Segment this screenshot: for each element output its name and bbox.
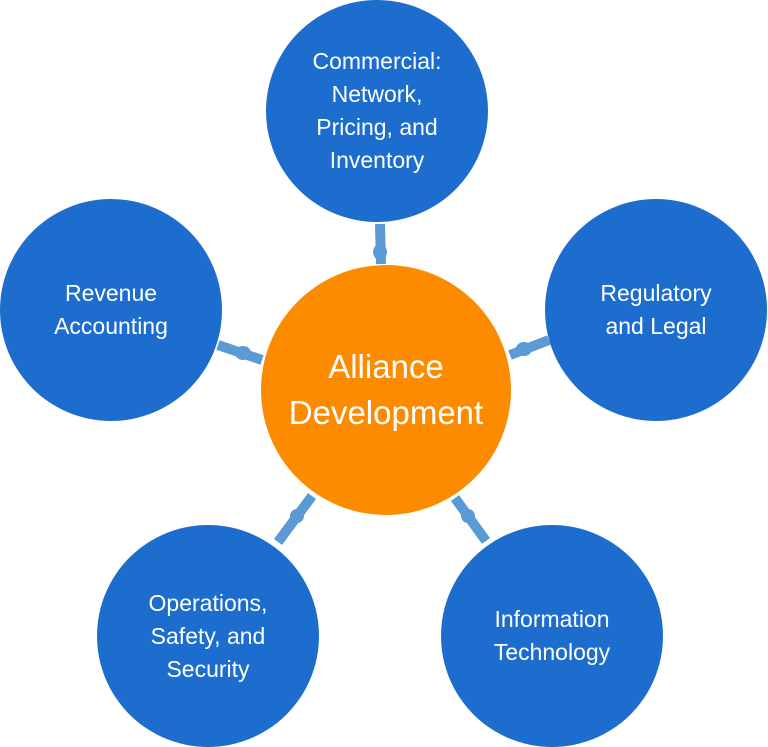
node-revenue-label: Revenue Accounting: [54, 280, 168, 339]
node-regulatory: Regulatory and Legal: [545, 199, 767, 421]
node-revenue-accounting: Revenue Accounting: [0, 199, 222, 421]
node-regulatory-label: Regulatory and Legal: [600, 280, 712, 339]
node-commercial: Commercial: Network, Pricing, and Invent…: [266, 0, 488, 222]
node-alliance-development: Alliance Development: [261, 265, 511, 515]
node-operations: Operations, Safety, and Security: [97, 525, 319, 747]
node-commercial-label: Commercial: Network, Pricing, and Invent…: [312, 48, 442, 173]
node-it-label: Information Technology: [493, 606, 611, 665]
node-information-technology: Information Technology: [441, 525, 663, 747]
center-label: Alliance Development: [288, 348, 484, 431]
node-operations-label: Operations, Safety, and Security: [148, 589, 268, 682]
